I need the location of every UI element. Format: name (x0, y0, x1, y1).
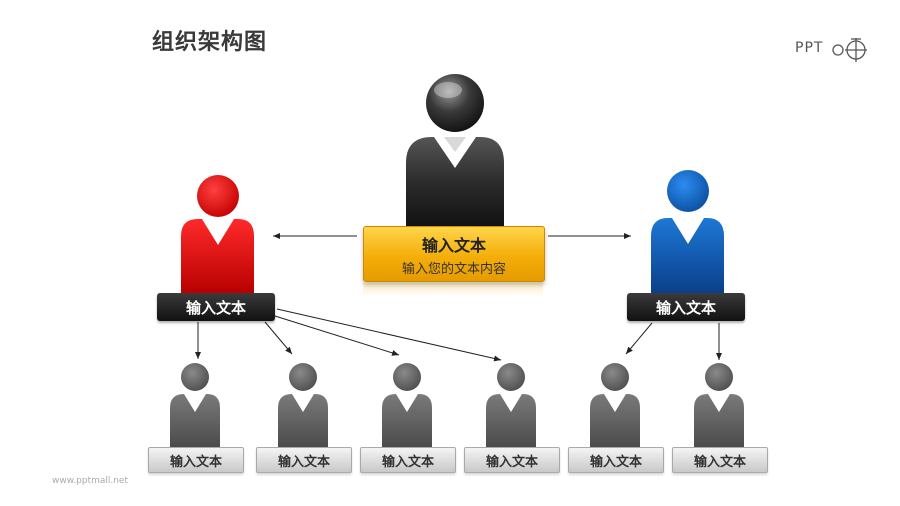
arrow-to-staff-4 (276, 308, 502, 362)
logo-mark-icon (832, 38, 867, 62)
logo: PPT (795, 36, 875, 66)
staff-label: 输入文本 (256, 447, 352, 473)
footer-site: www.pptmall.net (52, 476, 128, 486)
staff-label: 输入文本 (360, 447, 456, 473)
right-manager-person-icon (651, 170, 724, 293)
top-node-subtitle: 输入您的文本内容 (401, 261, 506, 277)
staff-person-icon (694, 363, 744, 448)
top-node-title: 输入文本 (421, 235, 486, 255)
staff-person-icon (382, 363, 432, 448)
staff-person-icon (486, 363, 536, 448)
right-manager-label: 输入文本 (627, 293, 745, 321)
staff-label: 输入文本 (568, 447, 664, 473)
staff-label: 输入文本 (148, 447, 244, 473)
arrow-to-staff-3 (274, 315, 400, 356)
page-title: 组织架构图 (152, 30, 268, 55)
left-manager-person-icon (181, 175, 254, 293)
staff-label: 输入文本 (672, 447, 768, 473)
arrow-to-staff-5 (625, 322, 653, 355)
top-node-reflection (363, 283, 543, 297)
arrow-to-staff-2 (264, 321, 293, 355)
logo-text: PPT (795, 40, 824, 56)
ceo-person-icon (406, 74, 504, 228)
staff-label: 输入文本 (464, 447, 560, 473)
top-node-box: 输入文本 输入您的文本内容 (363, 226, 545, 282)
staff-person-icon (170, 363, 220, 448)
staff-person-icon (590, 363, 640, 448)
left-manager-label: 输入文本 (157, 293, 275, 321)
staff-person-icon (278, 363, 328, 448)
